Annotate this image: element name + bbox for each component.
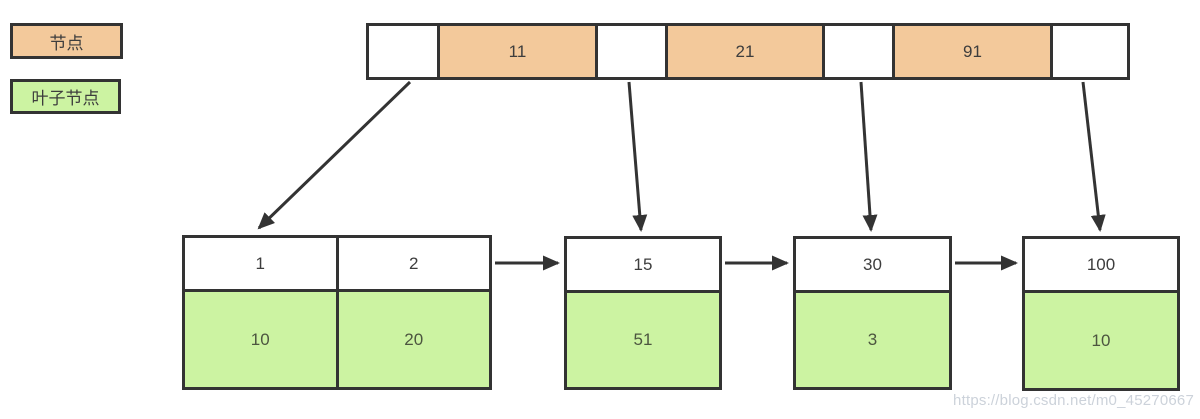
internal-pointer-cell-3 (825, 26, 895, 77)
leaf-node-3-entry-1: 30 3 (796, 239, 949, 387)
arrow-pointer-to-leaf-1 (257, 80, 412, 230)
leaf-value: 3 (796, 293, 949, 387)
leaf-node-4: 100 10 (1022, 236, 1180, 391)
leaf-key: 15 (567, 239, 719, 293)
legend-node-label: 节点 (49, 33, 84, 53)
legend-leaf-label: 叶子节点 (31, 89, 100, 108)
internal-pointer-cell-2 (598, 26, 668, 77)
leaf-value: 20 (338, 292, 489, 387)
leaf-node-2-entry-1: 15 51 (567, 239, 719, 387)
leaf-node-1-entry-2: 2 20 (338, 238, 489, 387)
legend-node-swatch: 节点 (10, 23, 123, 59)
leaf-value: 10 (185, 292, 336, 387)
leaf-key: 30 (796, 239, 949, 293)
leaf-node-1: 1 10 2 20 (182, 235, 492, 390)
leaf-key: 100 (1025, 239, 1177, 293)
arrow-pointer-to-leaf-2 (627, 81, 648, 232)
internal-key-cell-1: 11 (440, 26, 598, 77)
leaf-node-3: 30 3 (793, 236, 952, 390)
leaf-key: 1 (185, 238, 336, 292)
leaf-key: 2 (338, 238, 489, 292)
leaf-node-2: 15 51 (564, 236, 722, 390)
leaf-value: 51 (567, 293, 719, 387)
internal-node: 11 21 91 (366, 23, 1130, 80)
leaf-node-4-entry-1: 100 10 (1025, 239, 1177, 388)
internal-pointer-cell-1 (369, 26, 440, 77)
internal-key-cell-2: 21 (668, 26, 825, 77)
legend-leaf-swatch: 叶子节点 (10, 79, 121, 114)
internal-key-cell-3: 91 (895, 26, 1053, 77)
leaf-node-1-entry-1: 1 10 (185, 238, 339, 387)
arrow-pointer-to-leaf-4 (1081, 81, 1106, 232)
internal-pointer-cell-4 (1053, 26, 1127, 77)
arrow-pointer-to-leaf-3 (859, 81, 878, 232)
watermark-url: https://blog.csdn.net/m0_45270667 (953, 392, 1194, 409)
leaf-value: 10 (1025, 293, 1177, 388)
